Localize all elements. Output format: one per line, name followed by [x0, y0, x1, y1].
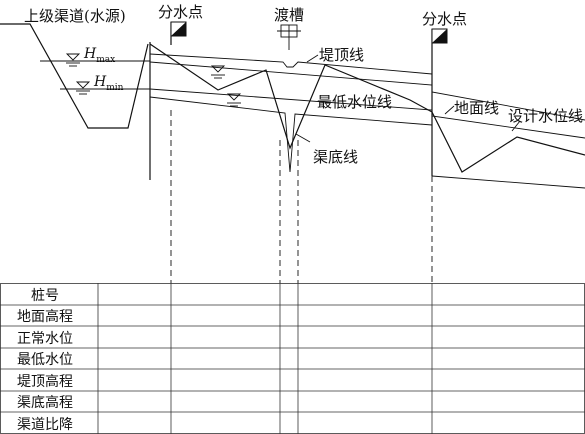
- table-row-label: 堤顶高程: [17, 373, 73, 390]
- diversion-flag-icon: [170, 21, 187, 45]
- canal-bottom-line: [149, 96, 433, 173]
- bank-top-line-label: 堤顶线: [319, 46, 364, 64]
- water-level-icon: [75, 81, 91, 95]
- ground-line: [149, 43, 585, 173]
- table-row-label: 地面高程: [17, 308, 73, 325]
- water-level-icon: [210, 65, 226, 79]
- h-max-label: Hmax: [83, 46, 115, 65]
- water-level-icon: [65, 53, 81, 67]
- profile-lines: [149, 43, 585, 189]
- ground-line-label: 地面线: [454, 99, 499, 117]
- bank-top-line: [149, 53, 433, 75]
- water-level-icon: [226, 93, 242, 107]
- table-row-label: 渠道比降: [17, 417, 73, 433]
- h-min-label: Hmin: [93, 74, 124, 93]
- profile-table: 桩号 地面高程 正常水位 最低水位 堤顶高程 渠底高程 渠道比降: [0, 283, 585, 434]
- table-row-label: 渠底高程: [17, 394, 73, 411]
- diversion-point-label: 分水点: [422, 10, 467, 28]
- canal-bottom-line-label: 渠底线: [313, 148, 358, 166]
- upper-canal-section: [0, 23, 150, 129]
- diversion-point-label: 分水点: [158, 3, 203, 21]
- diversion-flag-icon: [431, 28, 448, 54]
- table-row-label: 正常水位: [17, 331, 73, 347]
- min-water-line-label: 最低水位线: [317, 93, 392, 111]
- table-row-label: 桩号: [31, 287, 59, 304]
- aqueduct-icon: [277, 24, 301, 50]
- aqueduct-label: 渡槽: [274, 6, 304, 24]
- design-water-line-label: 设计水位线: [508, 107, 583, 125]
- upper-canal-label: 上级渠道(水源): [24, 7, 126, 25]
- table-row-label: 最低水位: [17, 352, 73, 368]
